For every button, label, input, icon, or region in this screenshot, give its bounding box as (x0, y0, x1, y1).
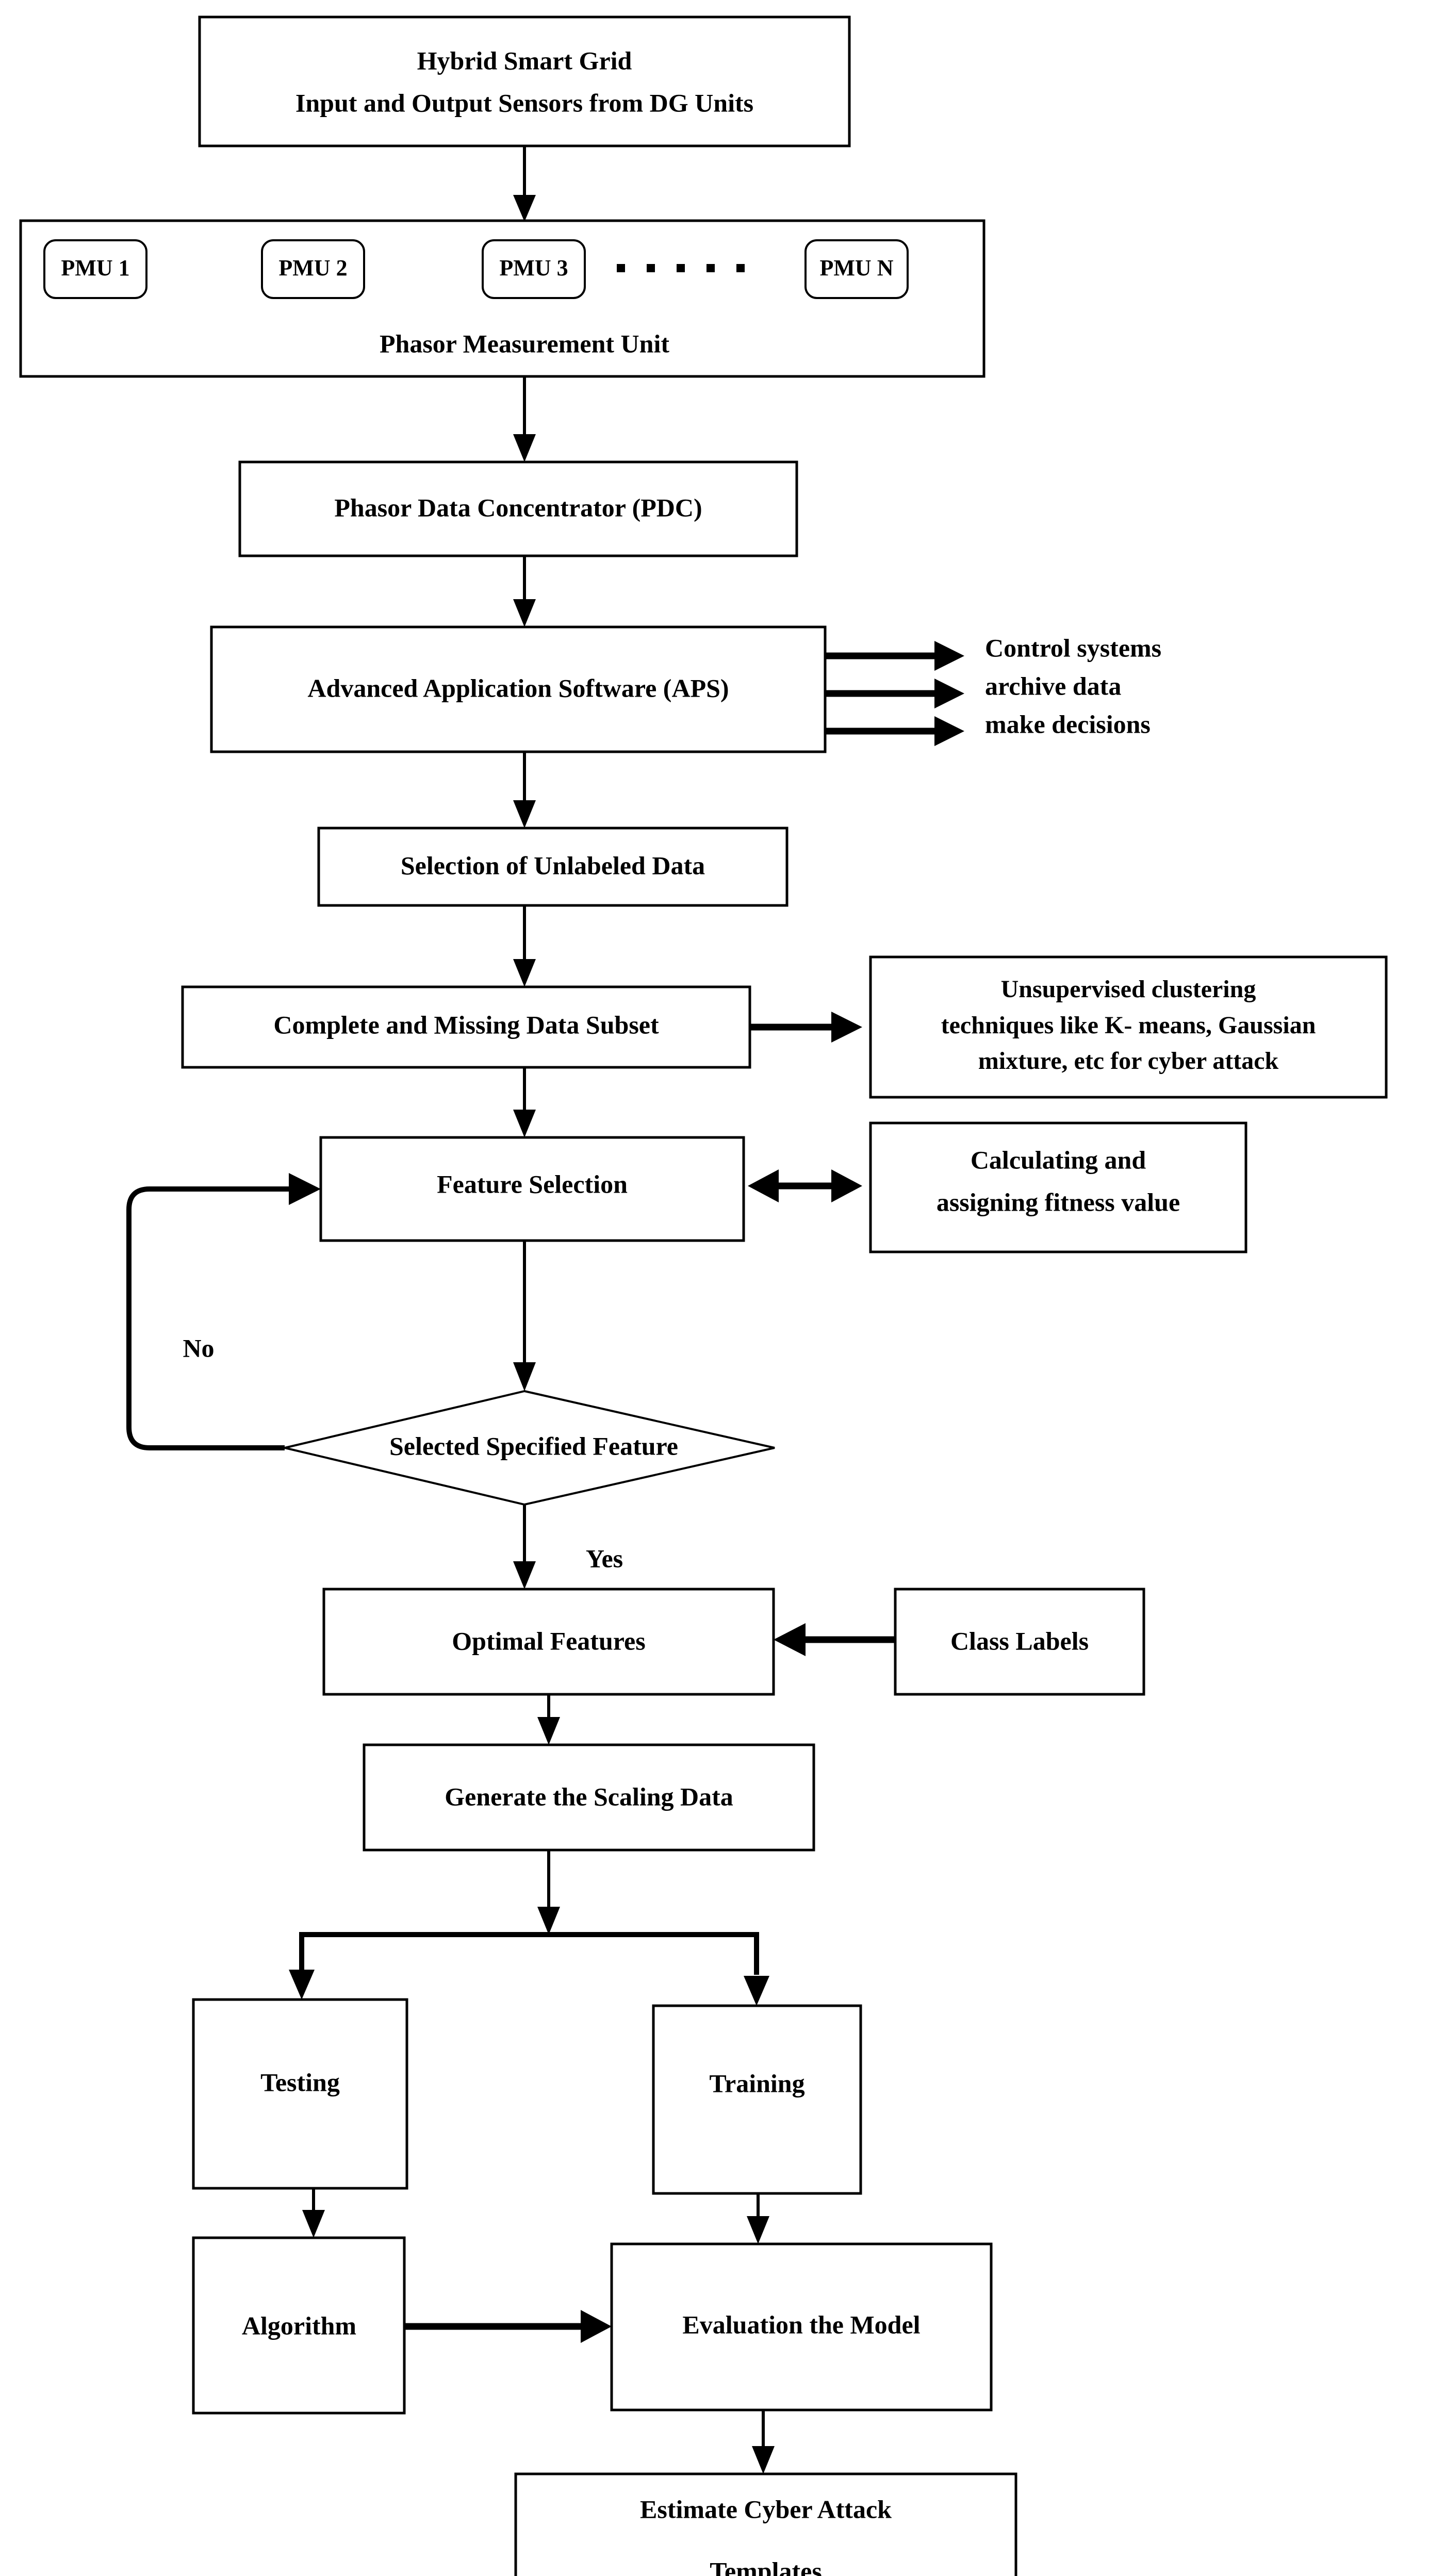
arrowhead-pdc-to-aps (513, 599, 536, 627)
class-labels-label: Class Labels (950, 1626, 1089, 1655)
pmu-1-label: PMU 1 (61, 255, 129, 280)
arrowhead-feature-to-decision (513, 1362, 536, 1391)
ellipsis-dot-2 (647, 264, 655, 272)
source-line1: Hybrid Smart Grid (417, 46, 632, 75)
node-evaluation-box[interactable] (610, 2242, 993, 2412)
ellipsis-dot-4 (707, 264, 715, 272)
optimal-features-label: Optimal Features (452, 1626, 645, 1655)
node-optimal-features-box[interactable] (322, 1588, 775, 1696)
arrowhead-aps-out-2 (934, 679, 964, 708)
node-selection-box[interactable] (317, 827, 789, 907)
scaling-label: Generate the Scaling Data (445, 1782, 733, 1811)
arrowhead-class-to-optimal (774, 1623, 806, 1656)
fitness-line1: Calculating and (971, 1145, 1146, 1174)
arrowhead-training-to-evaluation (747, 2216, 769, 2244)
aps-label: Advanced Application Software (APS) (307, 673, 729, 702)
pmu-3-label: PMU 3 (499, 255, 568, 280)
node-pdc-box[interactable] (238, 460, 798, 557)
decision-yes-label: Yes (586, 1544, 623, 1573)
node-source-box[interactable] (198, 15, 851, 147)
arrowhead-split-to-training (744, 1976, 769, 2006)
estimate-line1: Estimate Cyber Attack (640, 2495, 892, 2523)
source-line2: Input and Output Sensors from DG Units (295, 88, 753, 117)
node-clustering-box[interactable] (869, 955, 1388, 1099)
pmu-2-label: PMU 2 (278, 255, 347, 280)
arrowhead-aps-out-3 (934, 716, 964, 746)
clustering-line2: techniques like K- means, Gaussian (941, 1012, 1316, 1039)
node-testing-box[interactable] (192, 1998, 408, 2190)
ellipsis-dot-5 (736, 264, 745, 272)
node-fitness-box[interactable] (869, 1121, 1247, 1253)
estimate-line2: Templates (710, 2556, 822, 2576)
training-label: Training (709, 2069, 804, 2098)
edge-decision-no-loop (126, 1186, 289, 1450)
arrowhead-subset-to-feature (513, 1110, 536, 1137)
aps-output-3-label: make decisions (985, 709, 1151, 738)
node-pmu-2[interactable] (261, 239, 365, 299)
arrowhead-evaluation-to-estimate (752, 2446, 775, 2474)
pmu-group-caption: Phasor Measurement Unit (380, 329, 669, 358)
node-estimate-box[interactable] (514, 2472, 1017, 2576)
ellipsis-dot-3 (677, 264, 685, 272)
pmu-n-label: PMU N (820, 255, 894, 280)
clustering-line3: mixture, etc for cyber attack (978, 1047, 1279, 1075)
pdc-label: Phasor Data Concentrator (PDC) (334, 493, 702, 522)
node-algorithm-box[interactable] (192, 2236, 406, 2415)
arrowhead-scaling-to-split (537, 1907, 560, 1935)
aps-output-1-label: Control systems (985, 633, 1161, 662)
clustering-line1: Unsupervised clustering (1001, 976, 1256, 1003)
data-subset-label: Complete and Missing Data Subset (273, 1010, 659, 1039)
node-aps-box[interactable] (210, 625, 827, 753)
arrowhead-aps-to-selection (513, 800, 536, 828)
node-pmu-1[interactable] (43, 239, 147, 299)
arrowhead-no-loop-to-feature (289, 1173, 321, 1205)
decision-no-label: No (183, 1333, 214, 1362)
arrowhead-feature-to-fitness (831, 1169, 862, 1202)
node-pmu-3[interactable] (482, 239, 586, 299)
arrowhead-aps-out-1 (934, 641, 964, 671)
arrowhead-algorithm-to-evaluation (581, 2310, 612, 2343)
algorithm-label: Algorithm (242, 2311, 356, 2340)
selection-label: Selection of Unlabeled Data (401, 851, 705, 880)
arrowhead-subset-to-clustering (831, 1012, 862, 1043)
arrowhead-source-to-pmu (513, 195, 536, 222)
fitness-line2: assigning fitness value (937, 1187, 1180, 1216)
node-pmu-n[interactable] (804, 239, 909, 299)
decision-label: Selected Specified Feature (389, 1431, 678, 1460)
arrowhead-split-to-testing (289, 1970, 315, 2000)
arrowhead-decision-to-optimal (513, 1561, 536, 1589)
arrowhead-optimal-to-scaling (537, 1717, 560, 1745)
node-class-labels-box[interactable] (894, 1588, 1145, 1696)
evaluation-label: Evaluation the Model (682, 2310, 920, 2339)
node-scaling-box[interactable] (363, 1743, 815, 1852)
ellipsis-dot-1 (617, 264, 625, 272)
arrowhead-testing-to-algorithm (302, 2210, 325, 2238)
arrowhead-pmu-to-pdc (513, 434, 536, 462)
arrowhead-selection-to-subset (513, 959, 536, 987)
node-feature-selection-box[interactable] (319, 1136, 745, 1242)
testing-label: Testing (260, 2068, 340, 2096)
arrowhead-fitness-to-feature (748, 1169, 779, 1202)
feature-selection-label: Feature Selection (437, 1169, 628, 1198)
aps-output-2-label: archive data (985, 671, 1121, 700)
node-training-box[interactable] (652, 2004, 862, 2195)
